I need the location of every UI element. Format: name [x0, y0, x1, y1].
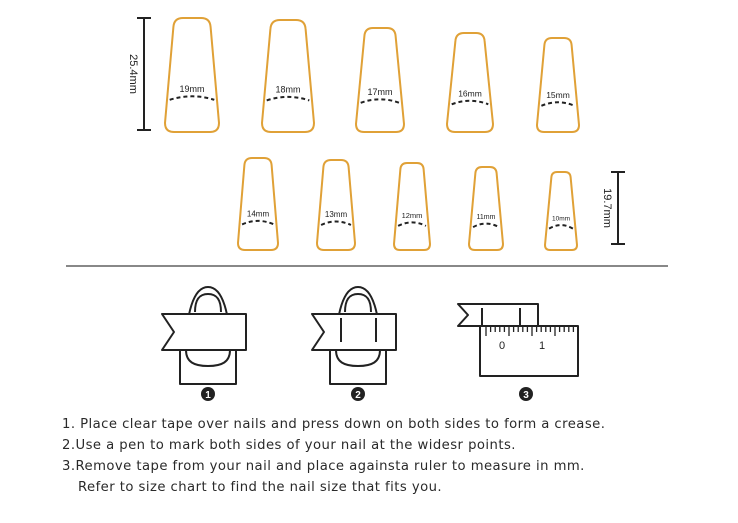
- nail-size-label: 17mm: [367, 87, 392, 97]
- nail-outline: [446, 32, 494, 133]
- nails-top-row: 19mm 18mm 17mm 16mm 15mm: [164, 17, 580, 133]
- instruction-step-1: 1. Place clear tape over nails and press…: [62, 417, 606, 432]
- bottom-nail-2: 13mm: [316, 159, 356, 251]
- nail-size-label: 19mm: [179, 84, 204, 94]
- ruler-bottom-label: 19.7mm: [601, 188, 613, 228]
- ruler-top-label: 25.4mm: [127, 54, 139, 94]
- nail-size-label: 14mm: [247, 209, 270, 218]
- width-measure-dashed: [451, 99, 489, 106]
- bottom-nail-1: 14mm: [237, 157, 279, 251]
- bottom-nail-5: 10mm: [544, 171, 578, 251]
- width-measure-dashed: [266, 95, 310, 102]
- bottom-nail-3: 12mm: [393, 162, 431, 251]
- svg-text:3: 3: [523, 390, 529, 401]
- top-nail-1: 19mm: [164, 17, 220, 133]
- width-measure-dashed: [241, 219, 275, 226]
- step-2-badge: 2: [351, 387, 365, 401]
- width-measure-dashed: [541, 101, 575, 107]
- instruction-step-2: 2.Use a pen to mark both sides of your n…: [62, 438, 516, 453]
- width-measure-dashed: [360, 98, 400, 104]
- nail-outline: [355, 27, 405, 133]
- nail-size-label: 18mm: [275, 84, 300, 94]
- instruction-size-chart-note: Refer to size chart to find the nail siz…: [78, 480, 443, 495]
- svg-text:2: 2: [355, 390, 361, 401]
- nail-outline: [316, 159, 356, 251]
- nail-outline: [261, 19, 315, 133]
- ruler-top: [137, 17, 151, 131]
- width-measure-dashed: [548, 224, 574, 230]
- width-measure-dashed: [169, 95, 215, 101]
- step-1-badge: 1: [201, 387, 215, 401]
- nail-outline: [544, 171, 578, 251]
- nail-size-label: 16mm: [458, 88, 482, 98]
- nail-size-label: 11mm: [477, 214, 496, 221]
- top-nail-4: 16mm: [446, 32, 494, 133]
- nail-outline: [536, 37, 580, 133]
- nail-outline: [237, 157, 279, 251]
- mini-ruler-tick-0: 0: [499, 340, 505, 352]
- nail-outline: [468, 166, 504, 251]
- nails-bottom-row: 14mm 13mm 12mm 11mm 10mm: [237, 157, 578, 251]
- ruler-bottom: [611, 171, 625, 245]
- mini-ruler-ticks: [485, 326, 575, 336]
- width-measure-dashed: [320, 220, 352, 226]
- nail-size-label: 10mm: [552, 216, 570, 223]
- width-measure-dashed: [472, 222, 500, 228]
- step-2-illustration: [311, 286, 397, 385]
- top-nail-5: 15mm: [536, 37, 580, 133]
- top-nail-3: 17mm: [355, 27, 405, 133]
- width-measure-dashed: [397, 221, 427, 227]
- svg-text:1: 1: [205, 390, 211, 401]
- bottom-nail-4: 11mm: [468, 166, 504, 251]
- nail-size-label: 13mm: [325, 210, 348, 219]
- top-nail-2: 18mm: [261, 19, 315, 133]
- instruction-step-3: 3.Remove tape from your nail and place a…: [62, 459, 585, 474]
- nail-outline: [393, 162, 431, 251]
- mini-ruler-tick-1: 1: [539, 340, 545, 352]
- nail-size-label: 12mm: [402, 211, 423, 220]
- step-3-badge: 3: [519, 387, 533, 401]
- step-1-illustration: [161, 286, 247, 385]
- step-3-illustration: [457, 303, 579, 377]
- nail-size-label: 15mm: [546, 90, 570, 100]
- nail-outline: [164, 17, 220, 133]
